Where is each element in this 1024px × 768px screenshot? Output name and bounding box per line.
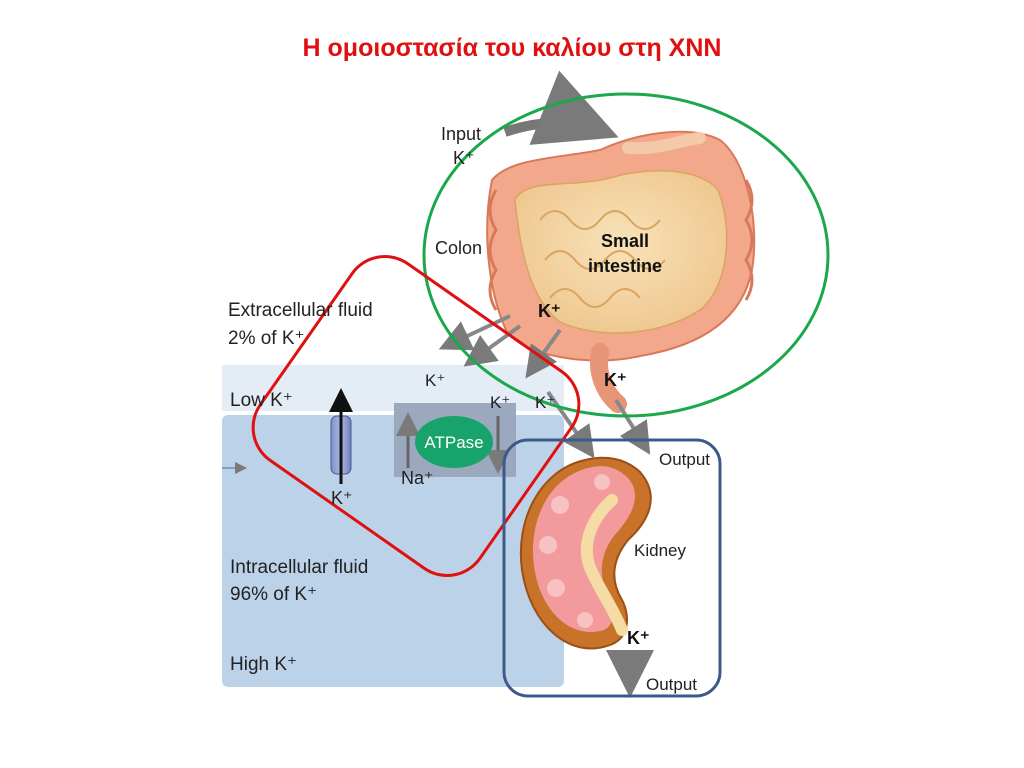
high-k-label: High K⁺ bbox=[230, 654, 297, 675]
kidney-label: Kidney bbox=[634, 541, 686, 560]
small-intestine-label-1: Small bbox=[601, 231, 649, 251]
intracellular-fluid-area bbox=[222, 415, 564, 687]
k-arrow-left-label: K⁺ bbox=[425, 371, 445, 390]
k-far-right-label: K⁺ bbox=[535, 393, 555, 412]
kidney-illustration bbox=[519, 456, 652, 650]
atpase-pump bbox=[394, 403, 516, 477]
output-kidney-label: Output bbox=[646, 675, 697, 694]
input-label: Input bbox=[441, 124, 481, 144]
icf-label-2: 96% of K⁺ bbox=[230, 584, 317, 605]
colon-output-k-label: K⁺ bbox=[604, 370, 627, 390]
input-arrow bbox=[503, 70, 619, 145]
input-k-label: K⁺ bbox=[453, 148, 475, 168]
cell-membrane-line bbox=[222, 411, 564, 415]
ecf-label-2: 2% of K⁺ bbox=[228, 328, 305, 349]
na-label: Na⁺ bbox=[401, 468, 434, 488]
icf-label-1: Intracellular fluid bbox=[230, 557, 368, 578]
low-k-label: Low K⁺ bbox=[230, 390, 293, 411]
k-channel-label: K⁺ bbox=[331, 488, 353, 508]
potassium-channel bbox=[329, 388, 353, 484]
ecf-label-1: Extracellular fluid bbox=[228, 300, 373, 321]
flow-arrows bbox=[438, 314, 654, 698]
page-title: Η ομοιοστασία του καλίου στη ΧΝΝ bbox=[302, 34, 722, 62]
output-colon-label: Output bbox=[659, 450, 710, 469]
k-atpase-right-label: K⁺ bbox=[490, 393, 510, 412]
atpase-label: ATPase bbox=[424, 433, 483, 452]
small-intestine-label-2: intestine bbox=[588, 256, 662, 276]
kidney-k-label: K⁺ bbox=[627, 628, 650, 648]
colon-label: Colon bbox=[435, 238, 482, 258]
green-highlight-ellipse bbox=[422, 92, 830, 418]
red-highlight-box bbox=[251, 255, 581, 577]
intestine-k-label: K⁺ bbox=[538, 301, 561, 321]
intestine-illustration bbox=[486, 130, 756, 413]
blue-highlight-box bbox=[502, 438, 722, 698]
